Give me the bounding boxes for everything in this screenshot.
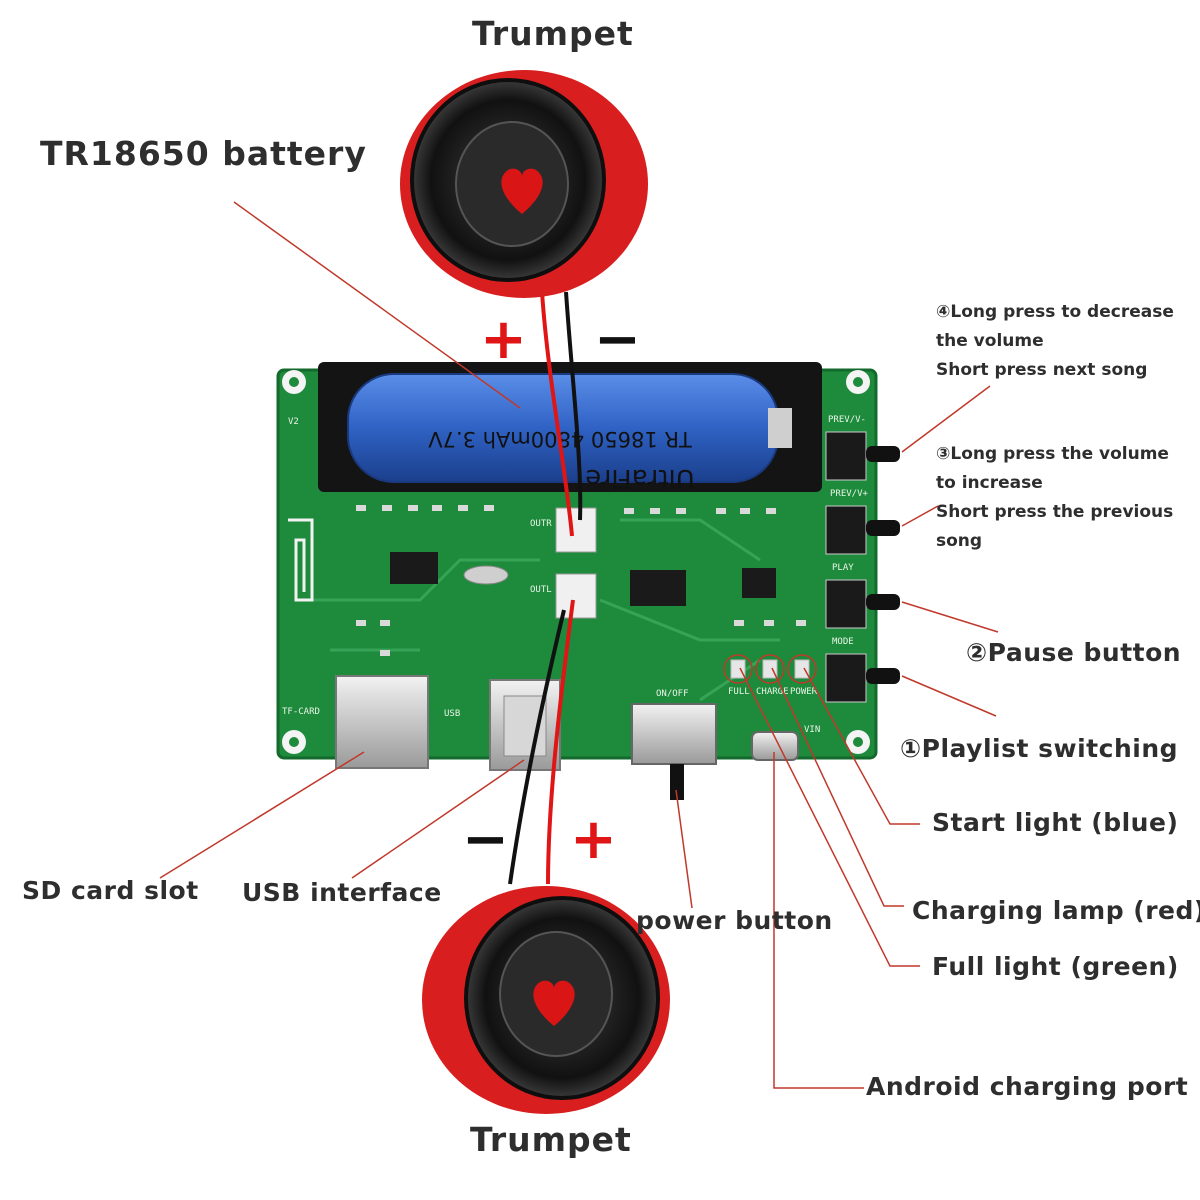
mounting-hole xyxy=(282,370,870,754)
next-note-line: song xyxy=(936,531,983,551)
battery-brand: UltraFire xyxy=(585,463,694,493)
antenna xyxy=(288,518,314,602)
prev-note-line: the volume xyxy=(936,331,1044,351)
svg-text:FULL: FULL xyxy=(728,687,750,697)
crystal xyxy=(463,565,509,585)
pause-button-label: ②Pause button xyxy=(966,638,1182,667)
playlist-label: ①Playlist switching xyxy=(900,734,1179,763)
start-light-label: Start light (blue) xyxy=(932,808,1179,837)
svg-text:MODE: MODE xyxy=(832,637,854,647)
svg-text:TF-CARD: TF-CARD xyxy=(282,707,320,717)
sd-slot xyxy=(335,675,429,769)
svg-text:PREV/V+: PREV/V+ xyxy=(830,489,869,499)
leader-lines xyxy=(159,201,999,1089)
top-speaker-label: Trumpet xyxy=(472,14,634,53)
terminal-right xyxy=(555,507,597,553)
prev-note-line: Short press next song xyxy=(936,360,1148,380)
svg-text:VIN: VIN xyxy=(804,725,820,735)
svg-text:ON/OFF: ON/OFF xyxy=(656,689,689,699)
charging-lamp-label: Charging lamp (red) xyxy=(912,896,1200,925)
next-note-line: ③Long press the volume xyxy=(936,444,1169,464)
battery: TR 18650 4800mAh 3.7V UltraFire xyxy=(347,373,792,493)
chip-decoder xyxy=(390,552,438,584)
minus-sign-bottom: − xyxy=(462,807,509,872)
speaker-bottom xyxy=(422,886,670,1114)
status-leds xyxy=(723,654,817,684)
plus-sign-top: + xyxy=(480,307,527,372)
next-note-line: Short press the previous xyxy=(936,502,1174,522)
speaker-top xyxy=(400,70,648,298)
sd-slot-label: SD card slot xyxy=(22,876,199,905)
full-light-label: Full light (green) xyxy=(932,952,1179,981)
svg-text:CHARGE: CHARGE xyxy=(756,687,789,697)
smd-components xyxy=(356,505,806,656)
plus-sign-bottom: + xyxy=(570,807,617,872)
tact-buttons xyxy=(825,431,900,703)
svg-text:V2: V2 xyxy=(288,417,299,427)
svg-text:POWER: POWER xyxy=(790,687,818,697)
next-note-line: to increase xyxy=(936,473,1043,493)
chip-charger xyxy=(742,568,776,598)
minus-sign-top: − xyxy=(594,307,641,372)
svg-text:OUTL: OUTL xyxy=(530,585,552,595)
prev-note-line: ④Long press to decrease xyxy=(936,302,1174,322)
power-button-label: power button xyxy=(636,906,833,935)
svg-text:USB: USB xyxy=(444,709,460,719)
speaker-wires xyxy=(508,291,583,885)
bottom-speaker-label: Trumpet xyxy=(470,1120,632,1159)
svg-text:OUTR: OUTR xyxy=(530,519,552,529)
usb-label: USB interface xyxy=(242,878,442,907)
next-button-note: ③Long press the volume to increase Short… xyxy=(936,440,1173,556)
micro-usb-port xyxy=(751,731,799,761)
silkscreen: PREV/V- PREV/V+ PLAY MODE TF-CARD USB ON… xyxy=(282,415,869,735)
battery-label: TR18650 battery xyxy=(40,134,367,173)
svg-text:PLAY: PLAY xyxy=(832,563,854,573)
pcb-traces xyxy=(300,518,780,702)
chip-amplifier xyxy=(630,570,686,606)
android-port-label: Android charging port xyxy=(866,1072,1189,1101)
svg-text:PREV/V-: PREV/V- xyxy=(828,415,866,425)
power-switch xyxy=(631,703,717,765)
prev-button-note: ④Long press to decrease the volume Short… xyxy=(936,298,1174,385)
